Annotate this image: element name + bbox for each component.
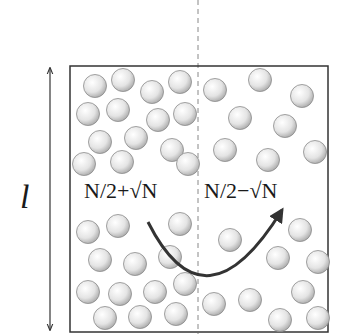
particle — [219, 229, 242, 252]
particle — [107, 215, 130, 238]
particle — [77, 103, 100, 126]
particle — [84, 75, 107, 98]
particle — [169, 213, 192, 236]
particle — [177, 153, 200, 176]
particle — [111, 151, 134, 174]
particle — [89, 249, 112, 272]
particle — [267, 247, 290, 270]
particle — [124, 253, 147, 276]
particle — [291, 85, 314, 108]
particle — [89, 131, 112, 154]
particle — [239, 289, 262, 312]
particles — [73, 69, 330, 332]
particle — [174, 273, 197, 296]
particle — [77, 221, 100, 244]
particle — [229, 107, 252, 130]
particle — [274, 115, 297, 138]
count-label: N/2+√N — [84, 180, 157, 202]
particle — [203, 293, 226, 316]
particle — [257, 149, 280, 172]
particle — [214, 139, 237, 162]
count-label: N/2−√N — [204, 180, 277, 202]
particle — [304, 141, 327, 164]
particle — [144, 281, 167, 304]
particle — [307, 251, 330, 274]
particle — [73, 153, 96, 176]
particle — [307, 307, 330, 330]
particle — [289, 219, 312, 242]
particle — [125, 127, 148, 150]
dimension-arrow — [49, 68, 50, 330]
particle — [107, 99, 130, 122]
particle — [147, 109, 170, 132]
particle — [269, 309, 292, 332]
transfer-arrow — [148, 210, 282, 276]
particle — [94, 307, 117, 330]
particle — [109, 283, 132, 306]
container-box — [70, 66, 328, 332]
particle — [292, 281, 315, 304]
length-label: l — [20, 180, 29, 214]
particle — [174, 103, 197, 126]
particle — [141, 81, 164, 104]
particle — [249, 69, 272, 92]
particle — [77, 281, 100, 304]
particle — [165, 303, 188, 326]
particle — [112, 69, 135, 92]
particle — [169, 71, 192, 94]
particle — [129, 306, 152, 329]
particle — [204, 79, 227, 102]
